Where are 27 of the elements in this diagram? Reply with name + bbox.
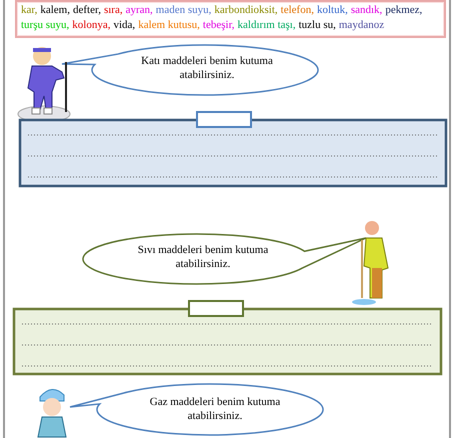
word: vida, (113, 18, 136, 33)
word: kaldırım taşı, (238, 18, 296, 33)
speech-text: Gaz maddeleri benim kutuma atabilirsiniz. (148, 395, 282, 423)
speech-bubble (83, 232, 366, 286)
word: sıra, (104, 3, 123, 18)
word: maydanoz (338, 18, 384, 33)
word: turşu suyu, (21, 18, 70, 33)
word: kalem, (40, 3, 70, 18)
speech-bubble (62, 44, 320, 98)
word: telefon, (280, 3, 314, 18)
word: karbondioksit, (214, 3, 278, 18)
word: tebeşir, (202, 18, 235, 33)
label-tab (197, 112, 251, 127)
word: sandık, (350, 3, 382, 18)
word: tuzlu su, (298, 18, 336, 33)
speech-bubble (70, 383, 325, 437)
word: pekmez, (385, 3, 422, 18)
word: kalem kutusu, (138, 18, 200, 33)
word: koltuk, (316, 3, 348, 18)
word: kar, (21, 3, 38, 18)
word: defter, (73, 3, 101, 18)
label-tab (189, 301, 243, 316)
speech-text: Katı maddeleri benim kutuma atabilirsiniz. (140, 54, 274, 82)
word: kolonya, (72, 18, 110, 33)
word: maden suyu, (156, 3, 212, 18)
speech-text: Sıvı maddeleri benim kutuma atabilirsiniz. (136, 243, 270, 271)
word: ayran, (126, 3, 153, 18)
